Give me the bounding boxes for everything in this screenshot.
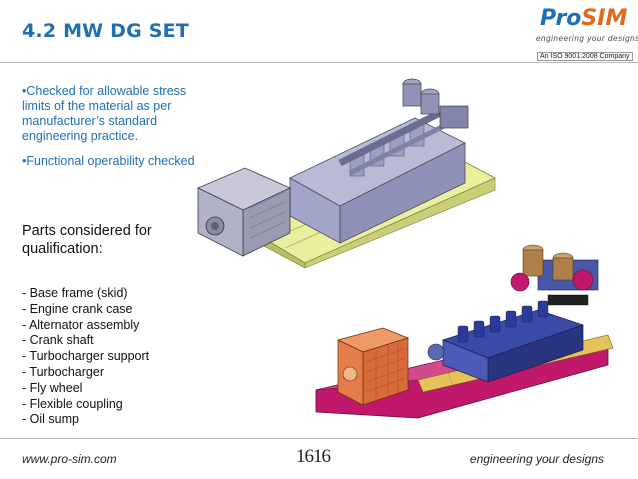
dg-set-cad-image [197, 78, 496, 268]
list-item: - Fly wheel [22, 380, 83, 395]
list-item: - Flexible coupling [22, 396, 123, 411]
logo-tagline: engineering your designs [536, 34, 638, 43]
footer-tagline: engineering your designs [469, 452, 604, 466]
parts-heading: Parts considered for qualification: [22, 223, 152, 257]
footer-divider [0, 438, 638, 439]
logo-iso-badge: An ISO 9001:2008 Company [537, 52, 633, 61]
logo-pro-text: Pro [540, 6, 582, 31]
bullet-list: •Checked for allowable stress limits of … [22, 84, 197, 179]
list-item: - Base frame (skid) [22, 286, 128, 300]
list-item: - Crank shaft [22, 333, 94, 348]
dg-set-fe-mesh-image [315, 244, 614, 419]
footer-url: www.pro-sim.com [22, 452, 117, 466]
parts-list: - Base frame (skid) - Engine crank case … [22, 286, 149, 428]
bullet-operability-check: •Functional operability checked [22, 154, 195, 168]
list-item: - Turbocharger support [22, 349, 150, 364]
logo-wordmark: ProSIM [540, 6, 627, 32]
list-item: - Engine crank case [22, 301, 133, 316]
header-divider [0, 62, 638, 63]
list-item: - Oil sump [22, 412, 79, 427]
list-item: - Turbocharger [22, 364, 104, 379]
logo-sim-text: SIM [581, 6, 628, 31]
list-item: - Alternator assembly [22, 317, 140, 332]
prosim-logo: ProSIM engineering your designs An ISO 9… [528, 6, 638, 64]
page-number: 1616 [296, 446, 331, 467]
bullet-stress-check: •Checked for allowable stress limits of … [22, 84, 187, 143]
slide-title: 4.2 MW DG SET [22, 20, 189, 42]
